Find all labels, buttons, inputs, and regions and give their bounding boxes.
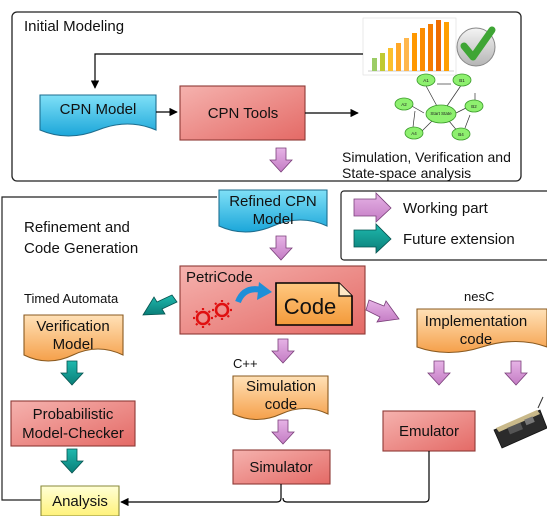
svg-text:Future extension: Future extension bbox=[403, 231, 515, 248]
analysis-node[interactable]: Analysis bbox=[40, 485, 120, 516]
svg-text:Code: Code bbox=[284, 294, 337, 319]
future-arrow bbox=[60, 448, 84, 474]
svg-text:Verification: Verification bbox=[36, 318, 109, 335]
working-arrow-legend-icon bbox=[353, 192, 392, 223]
working-arrow bbox=[504, 360, 528, 386]
emulator-to-analysis-line bbox=[282, 451, 430, 503]
svg-text:Probabilistic: Probabilistic bbox=[33, 406, 114, 423]
simulator-node[interactable]: Simulator bbox=[232, 449, 331, 485]
code-document-icon: Code bbox=[275, 282, 353, 326]
svg-text:B1: B1 bbox=[459, 78, 465, 83]
svg-text:Refined CPN: Refined CPN bbox=[229, 193, 317, 210]
simulation-code-node[interactable]: Simulation code bbox=[232, 375, 329, 421]
svg-text:A4: A4 bbox=[411, 131, 417, 136]
working-arrow bbox=[427, 360, 451, 386]
svg-text:B4: B4 bbox=[458, 132, 464, 137]
analysis-caption-line-1: Simulation, Verification and bbox=[342, 149, 511, 165]
state-graph-labels: A1 B1 A2 Start State B2 A4 B4 bbox=[401, 78, 477, 137]
working-arrow bbox=[269, 235, 293, 261]
emulator-node[interactable]: Emulator bbox=[382, 410, 476, 452]
working-arrow bbox=[365, 299, 400, 323]
svg-text:Simulation: Simulation bbox=[246, 378, 316, 395]
cpp-label: C++ bbox=[233, 356, 258, 371]
analysis-caption-line-2: State-space analysis bbox=[342, 165, 471, 181]
verification-model-node[interactable]: Verification Model bbox=[23, 314, 124, 362]
refinement-title-line-2: Code Generation bbox=[24, 240, 138, 257]
future-arrow-legend-icon bbox=[353, 223, 392, 254]
working-arrow bbox=[271, 419, 295, 445]
svg-text:code: code bbox=[265, 396, 298, 413]
svg-text:A2: A2 bbox=[401, 102, 407, 107]
svg-text:Start State: Start State bbox=[430, 111, 452, 116]
check-icon bbox=[456, 26, 496, 67]
svg-text:PetriCode: PetriCode bbox=[186, 269, 253, 286]
svg-text:Emulator: Emulator bbox=[399, 423, 459, 440]
feedback-arrow bbox=[90, 53, 363, 89]
svg-text:code: code bbox=[460, 331, 493, 348]
svg-text:Model: Model bbox=[53, 336, 94, 353]
implementation-code-node[interactable]: Implementation code bbox=[416, 308, 547, 353]
svg-text:Working part: Working part bbox=[403, 200, 489, 217]
legend: Working part Future extension bbox=[340, 190, 547, 261]
probabilistic-model-checker-node[interactable]: Probabilistic Model-Checker bbox=[10, 400, 136, 447]
working-arrow bbox=[271, 338, 295, 364]
svg-text:Implementation: Implementation bbox=[425, 313, 528, 330]
svg-text:Model-Checker: Model-Checker bbox=[22, 425, 124, 442]
state-graph-nodes bbox=[394, 73, 484, 141]
svg-text:CPN Tools: CPN Tools bbox=[208, 105, 279, 122]
working-arrow bbox=[269, 147, 293, 173]
svg-text:B2: B2 bbox=[471, 104, 477, 109]
future-arrow bbox=[142, 294, 178, 316]
svg-text:A1: A1 bbox=[423, 78, 429, 83]
refinement-frame bbox=[1, 196, 217, 501]
simulator-to-analysis-line bbox=[120, 484, 282, 507]
svg-text:CPN Model: CPN Model bbox=[60, 101, 137, 118]
petricode-node[interactable]: PetriCode Code bbox=[179, 265, 366, 335]
nesc-label: nesC bbox=[464, 289, 494, 304]
svg-text:Model: Model bbox=[253, 211, 294, 228]
initial-modeling-title: Initial Modeling bbox=[24, 18, 124, 35]
initial-modeling-frame bbox=[11, 11, 522, 182]
cpn-tools-node[interactable]: CPN Tools bbox=[179, 85, 306, 141]
sensor-board-image bbox=[493, 396, 547, 449]
svg-text:Simulator: Simulator bbox=[249, 459, 312, 476]
bar-chart-thumbnail bbox=[362, 17, 457, 76]
svg-text:Analysis: Analysis bbox=[52, 493, 108, 510]
gears-icon bbox=[193, 300, 232, 328]
future-arrow bbox=[60, 360, 84, 386]
refinement-title-line-1: Refinement and bbox=[24, 219, 130, 236]
refined-cpn-model-node[interactable]: Refined CPN Model bbox=[218, 189, 328, 233]
timed-automata-label: Timed Automata bbox=[24, 291, 119, 306]
cpn-model-node[interactable]: CPN Model bbox=[39, 94, 157, 137]
